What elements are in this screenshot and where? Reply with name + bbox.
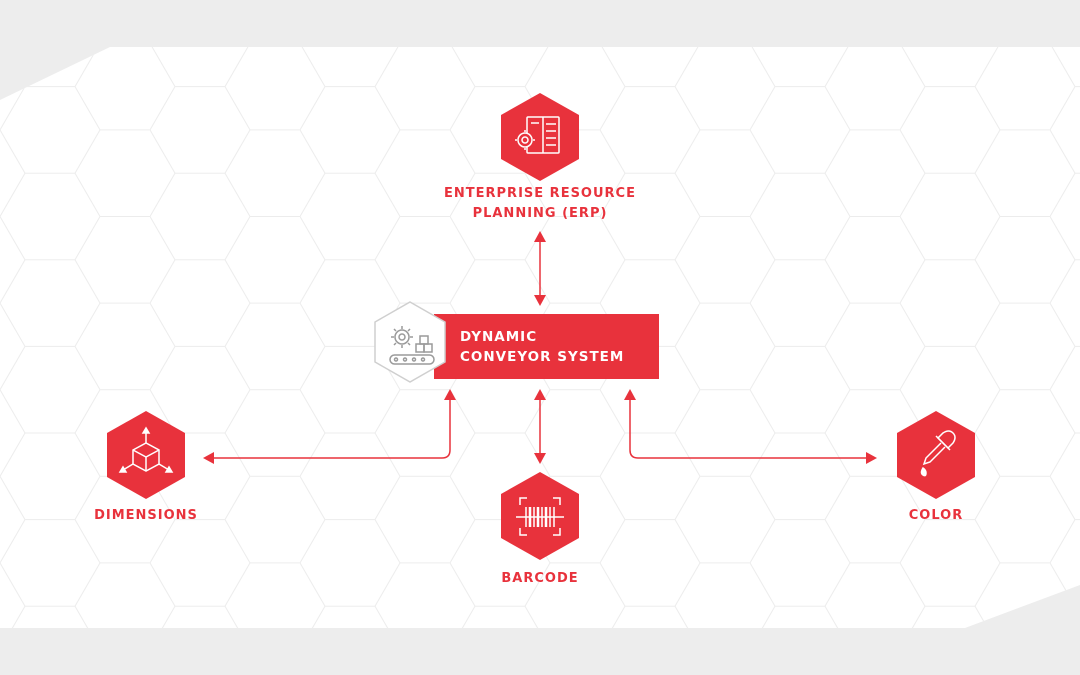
- center-hexagon: [374, 301, 446, 383]
- center-box: [434, 314, 659, 379]
- conveyor-gears-icon: [389, 326, 435, 365]
- erp-label-line2: PLANNING (ERP): [472, 206, 608, 221]
- pipette-dropper-icon: [920, 430, 956, 477]
- cube-dimensions-icon: [118, 426, 174, 473]
- erp-hexagon: [501, 93, 579, 181]
- erp-arrow-up: [534, 231, 546, 242]
- erp-label-line1: ENTERPRISE RESOURCE: [444, 186, 636, 201]
- center-label: DYNAMIC CONVEYOR SYSTEM: [460, 327, 624, 367]
- color-arrow-right: [866, 452, 877, 464]
- dimensions-node: [107, 411, 185, 499]
- dimensions-hexagon: [107, 411, 185, 499]
- color-label: COLOR: [908, 508, 964, 523]
- erp-node: [501, 93, 579, 181]
- barcode-node: [501, 472, 579, 560]
- dimensions-center-arrow-up: [444, 389, 456, 400]
- color-node: [897, 411, 975, 499]
- center-label-line1: DYNAMIC: [460, 329, 538, 345]
- dimensions-connector-line: [212, 398, 451, 459]
- color-connector-line: [629, 398, 868, 459]
- erp-label: ENTERPRISE RESOURCE PLANNING (ERP): [420, 184, 660, 224]
- barcode-label: BARCODE: [501, 571, 579, 586]
- center-label-line2: CONVEYOR SYSTEM: [460, 349, 625, 365]
- connectors: [212, 240, 868, 459]
- dimensions-arrow-left: [203, 452, 214, 464]
- arrowheads: [203, 231, 877, 464]
- erp-arrow-down: [534, 295, 546, 306]
- barcode-arrow-up: [534, 389, 546, 400]
- erp-dashboard-gear-icon: [515, 116, 560, 154]
- center-node: [374, 301, 659, 383]
- barcode-arrow-down: [534, 453, 546, 464]
- barcode-scan-icon: [516, 497, 564, 536]
- dimensions-label: DIMENSIONS: [94, 508, 198, 523]
- color-center-arrow-up: [624, 389, 636, 400]
- barcode-hexagon: [501, 472, 579, 560]
